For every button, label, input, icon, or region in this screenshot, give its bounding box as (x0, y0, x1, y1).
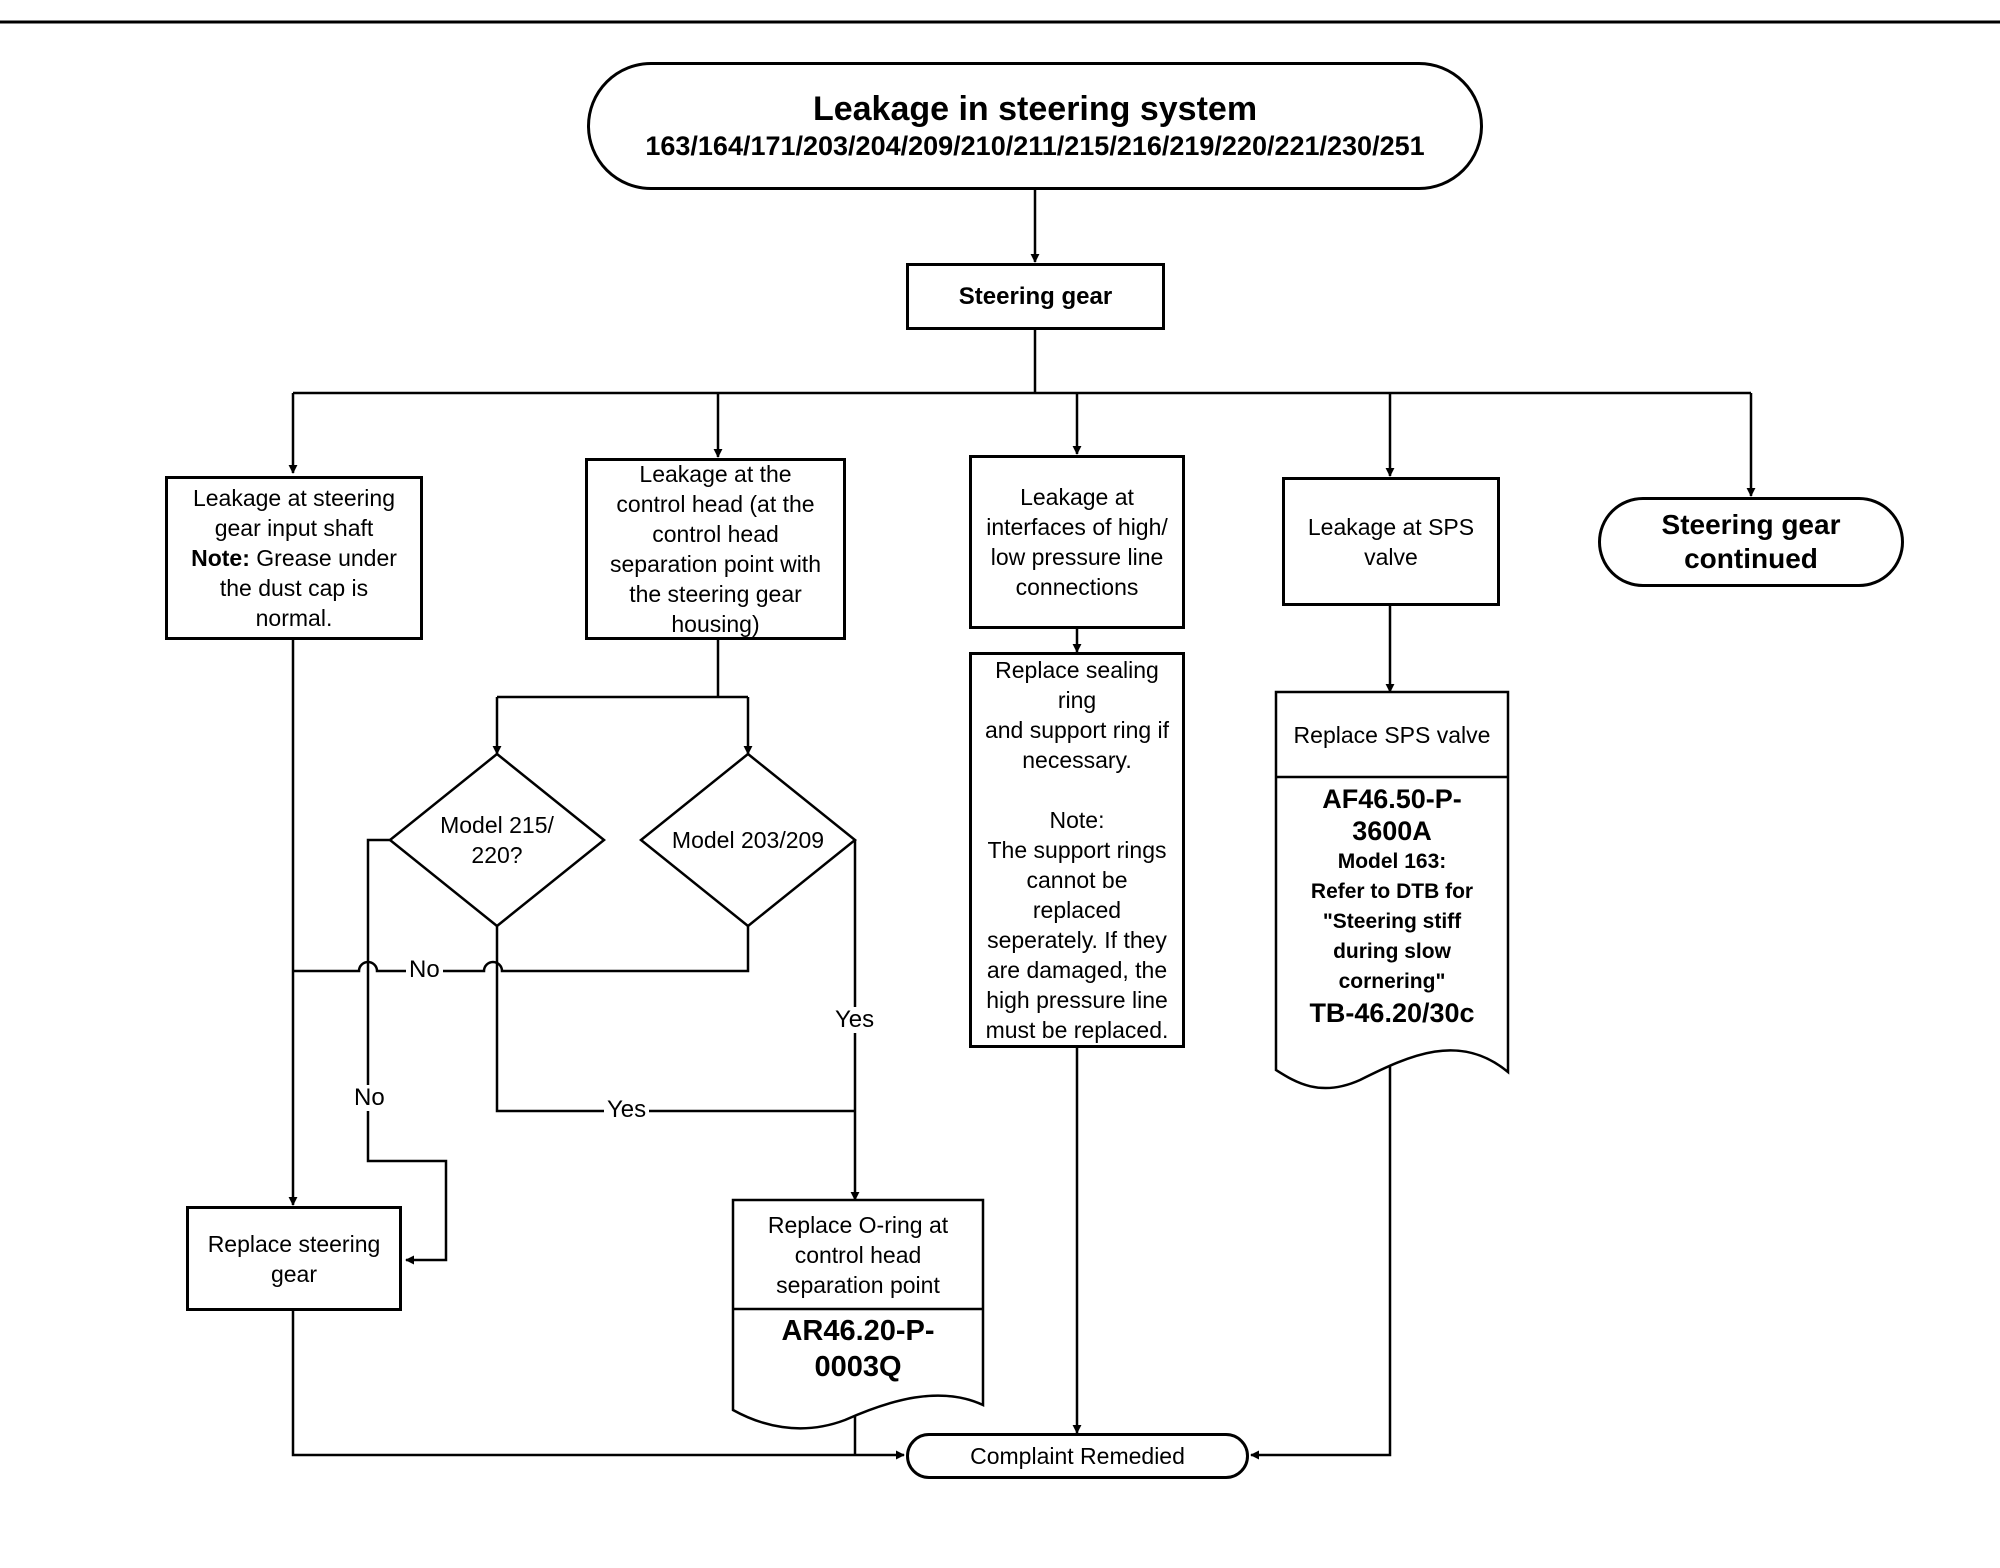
replace-oring-doc: Replace O-ring at control head separatio… (733, 1200, 983, 1420)
replace-steering-text: gear (270, 1260, 318, 1287)
interfaces-text: low pressure line (990, 544, 1164, 570)
yes-label-horizontal: Yes (604, 1097, 650, 1123)
decision-model-203-label: Model 203/209 (658, 825, 838, 855)
no-label-horizontal: No (406, 957, 443, 983)
doc-ref: AF46.50-P- (1322, 784, 1462, 814)
control-head-text: Leakage at the (639, 461, 792, 487)
title-terminator: Leakage in steering system 163/164/171/2… (587, 62, 1483, 190)
control-head-leak-box: Leakage at the control head (at the cont… (585, 458, 846, 640)
control-head-text: the steering gear (629, 581, 802, 607)
sps-leak-text: Leakage at SPS (1307, 513, 1475, 540)
control-head-text: control head (at the (616, 491, 815, 517)
doc-note: cornering" (1338, 970, 1446, 993)
decision-text: Model 203/209 (671, 827, 825, 853)
control-head-text: housing) (671, 611, 760, 637)
sealing-text: The support rings (987, 837, 1167, 863)
note-label: Note: (191, 545, 250, 571)
replace-oring-doc-shape (731, 1198, 985, 1430)
decision-model-215-label: Model 215/ 220? (417, 810, 577, 870)
complaint-remedied-terminator: Complaint Remedied (906, 1433, 1249, 1479)
sps-leak-text: valve (1364, 543, 1418, 570)
sealing-text: must be replaced. (985, 1017, 1169, 1043)
replace-sps-header: Replace SPS valve (1276, 692, 1508, 777)
steering-gear-label: Steering gear (958, 282, 1113, 310)
doc-note: during slow (1333, 940, 1451, 963)
complaint-text: Complaint Remedied (970, 1442, 1185, 1469)
interfaces-text: interfaces of high/ (986, 514, 1168, 540)
sealing-text: ring (1057, 687, 1097, 713)
sealing-text: seperately. If they (987, 927, 1167, 953)
no-label-vertical: No (351, 1085, 388, 1111)
sps-leak-box: Leakage at SPS valve (1282, 477, 1500, 606)
yes-label-vertical: Yes (832, 1007, 878, 1033)
decision-text: 220? (471, 842, 523, 868)
input-shaft-text: Leakage at steering (192, 485, 396, 511)
sealing-text: are damaged, the (986, 957, 1168, 983)
replace-oring-header: Replace O-ring at control head separatio… (733, 1200, 983, 1309)
sealing-text: necessary. (1022, 747, 1132, 773)
interfaces-text: connections (1015, 574, 1139, 600)
sealing-text: Replace sealing (995, 657, 1159, 683)
replace-steering-text: Replace steering (207, 1230, 381, 1257)
decision-model-215-shape (388, 752, 606, 928)
replace-sps-header-text: Replace SPS valve (1293, 721, 1491, 748)
replace-sealing-ring-box: Replace sealing ring and support ring if… (969, 652, 1185, 1048)
sealing-text: high pressure line (986, 987, 1168, 1013)
input-shaft-text: Grease under (249, 545, 397, 571)
replace-sps-doc-shape (1274, 690, 1510, 1090)
replace-sps-doc: Replace SPS valve AF46.50-P- 3600A Model… (1276, 692, 1508, 1072)
replace-sps-refs: AF46.50-P- 3600A Model 163: Refer to DTB… (1276, 783, 1508, 1029)
interfaces-leak-box: Leakage at interfaces of high/ low press… (969, 455, 1185, 629)
continued-text: continued (1684, 543, 1818, 574)
replace-oring-refs: AR46.20-P- 0003Q (733, 1313, 983, 1385)
oring-text: control head (794, 1241, 922, 1268)
steering-gear-continued-terminator: Steering gear continued (1598, 497, 1904, 587)
sealing-text: cannot be (1026, 867, 1128, 893)
doc-note: "Steering stiff (1322, 910, 1462, 933)
sealing-text: and support ring if (984, 717, 1170, 743)
interfaces-text: Leakage at (1020, 484, 1134, 510)
input-shaft-leak-box: Leakage at steering gear input shaft Not… (165, 476, 423, 640)
title-text: Leakage in steering system (812, 90, 1258, 128)
input-shaft-text: normal. (255, 605, 333, 631)
input-shaft-note: Note: Grease under (191, 543, 397, 573)
doc-ref: TB-46.20/30c (1309, 998, 1475, 1028)
steering-gear-box: Steering gear (906, 263, 1165, 330)
decision-model-203-shape (639, 752, 857, 928)
oring-text: separation point (776, 1271, 940, 1298)
control-head-text: control head (652, 521, 779, 547)
continued-text: Steering gear (1661, 509, 1841, 540)
model-list-text: 163/164/171/203/204/209/210/211/215/216/… (645, 131, 1425, 161)
replace-steering-gear-box: Replace steering gear (186, 1206, 402, 1311)
input-shaft-text: the dust cap is (219, 575, 369, 601)
sealing-text: Note: (1049, 807, 1105, 833)
doc-ref: AR46.20-P- (781, 1315, 935, 1347)
doc-note: Model 163: (1337, 850, 1447, 873)
doc-ref: 0003Q (814, 1351, 902, 1383)
sealing-text: replaced (1032, 897, 1122, 923)
decision-text: Model 215/ (440, 812, 554, 838)
oring-text: Replace O-ring at (767, 1211, 949, 1238)
control-head-text: separation point with (610, 551, 821, 577)
doc-note: Refer to DTB for (1310, 880, 1474, 903)
input-shaft-text: gear input shaft (214, 515, 374, 541)
doc-ref: 3600A (1352, 816, 1432, 846)
